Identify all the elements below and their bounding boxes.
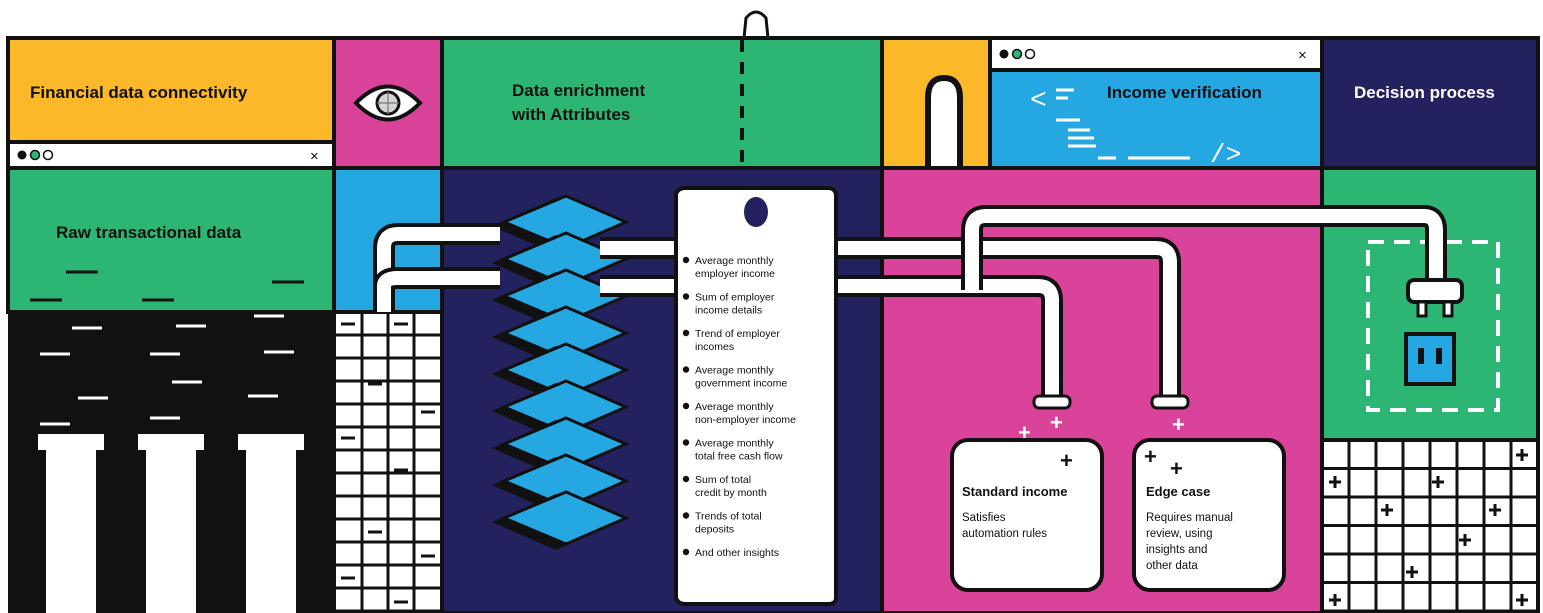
- bullet-icon: [682, 548, 690, 556]
- attribute-item: Average monthly: [695, 438, 774, 450]
- bullet-icon: [682, 475, 690, 483]
- browser-dot-icon: [999, 49, 1009, 59]
- standard-income-desc: Satisfies automation rules: [962, 512, 1047, 540]
- svg-text:+: +: [1144, 444, 1157, 469]
- attribute-item: Average monthly: [695, 255, 774, 267]
- browser-dot-icon: [1011, 48, 1023, 60]
- attribute-item: employer income: [695, 268, 775, 280]
- attribute-item: deposits: [695, 524, 734, 536]
- tag-hole-icon: [744, 197, 768, 227]
- svg-text:+: +: [1018, 420, 1031, 445]
- raw-data-title: Raw transactional data: [56, 223, 242, 242]
- plus-marks: + + + + + +: [1018, 410, 1185, 481]
- eye-panel: [332, 36, 444, 170]
- top-handle-icon: [742, 10, 770, 39]
- bullet-icon: [682, 293, 690, 300]
- bullet-icon: [682, 512, 690, 519]
- close-icon: ×: [1298, 47, 1307, 64]
- bullet-icon: [682, 256, 690, 264]
- decision-title: Decision process: [1354, 83, 1495, 102]
- browser-bar: [6, 140, 336, 170]
- income-verification-title: Income verification: [1107, 83, 1262, 102]
- enrichment-header-panel: Data enrichment with Attributes: [440, 36, 884, 170]
- code-lines-icon: [1056, 88, 1190, 160]
- pipe-nozzle-icon: [1032, 394, 1190, 410]
- attribute-item: total free cash flow: [695, 451, 783, 463]
- attribute-item: Trend of employer: [695, 328, 780, 340]
- browser-dot-icon: [1024, 48, 1036, 60]
- decision-body-panel: [1320, 166, 1540, 613]
- standard-income-title: Standard income: [962, 484, 1067, 499]
- data-layer-icon: [500, 379, 630, 435]
- attribute-item: Average monthly: [695, 401, 774, 413]
- attribute-item: incomes: [695, 341, 734, 353]
- data-layer-icon: [500, 194, 630, 250]
- attribute-item: government income: [695, 378, 787, 390]
- browser-dot-icon: [42, 149, 54, 161]
- attribute-item: income details: [695, 305, 762, 317]
- enrichment-title: with Attributes: [511, 105, 630, 124]
- data-layer-icon: [500, 305, 630, 361]
- data-layers-stack: [492, 194, 630, 550]
- code-open-icon: <: [1030, 86, 1047, 117]
- browser-dot-icon: [29, 149, 41, 161]
- edge-case-desc: Requires manual review, using insights a…: [1146, 512, 1236, 572]
- attribute-item: Average monthly: [695, 365, 774, 377]
- edge-case-title: Edge case: [1146, 484, 1210, 499]
- bullet-icon: [682, 439, 690, 446]
- bullet-icon: [682, 402, 690, 410]
- data-layer-icon: [500, 490, 630, 546]
- browser-dot-icon: [17, 150, 27, 160]
- bullet-icon: [682, 366, 690, 373]
- attribute-item: non-employer income: [695, 414, 796, 426]
- plug-icon: [1406, 278, 1464, 318]
- svg-text:+: +: [1050, 410, 1063, 435]
- decision-header-panel: Decision process: [1320, 36, 1540, 170]
- svg-text:+: +: [1172, 412, 1185, 437]
- connectivity-panel: Financial data connectivity ×: [6, 36, 336, 170]
- data-layer-icon: [500, 416, 630, 472]
- close-icon: ×: [310, 148, 319, 165]
- svg-text:+: +: [1060, 448, 1073, 473]
- standard-income-card: Standard income Satisfies automation rul…: [950, 438, 1104, 592]
- code-close-icon: />: [1210, 140, 1241, 170]
- income-verification-panel: × < /> Income verification: [988, 36, 1324, 170]
- data-layer-icon: [500, 453, 630, 509]
- bullet-icon: [682, 329, 690, 337]
- edge-case-card: Edge case Requires manual review, using …: [1132, 438, 1286, 592]
- connector-pipes: [373, 205, 1447, 398]
- attribute-item: Trends of total: [695, 511, 762, 523]
- socket-icon: [1404, 332, 1456, 386]
- enrichment-title: Data enrichment: [512, 81, 646, 100]
- arch-icon: [925, 74, 963, 168]
- connectivity-title: Financial data connectivity: [30, 83, 248, 102]
- arch-panel: [880, 36, 992, 170]
- attribute-item: Sum of total: [695, 474, 751, 486]
- attribute-item: Sum of employer: [695, 292, 775, 304]
- data-dashes: [40, 314, 294, 426]
- data-layer-icon: [500, 342, 630, 398]
- raw-data-panel: Raw transactional data: [6, 166, 336, 613]
- attribute-item: credit by month: [695, 487, 767, 499]
- decision-grid: [1320, 438, 1540, 613]
- attribute-item: And other insights: [695, 547, 779, 559]
- pillars-icon: [38, 434, 304, 613]
- svg-text:+: +: [1170, 456, 1183, 481]
